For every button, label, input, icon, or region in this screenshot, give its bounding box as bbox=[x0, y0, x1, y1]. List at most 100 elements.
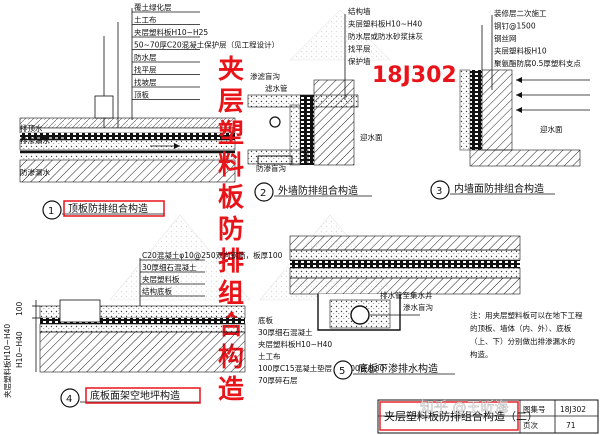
detail-1-layer-label: 覆土绿化层 bbox=[134, 2, 172, 12]
note-line: 注：用夹层塑料板可以在地下工程 bbox=[470, 310, 583, 320]
detail-5-label-pipe: 排水管至集水井 bbox=[380, 290, 433, 300]
title-block-page-label: 页次 bbox=[523, 420, 538, 430]
detail-2-callout-circle bbox=[254, 182, 274, 202]
detail-5-callout-circle bbox=[333, 360, 353, 380]
detail-1-title: 顶板防排组合构造 bbox=[68, 202, 148, 215]
detail-2-plastic-sheet bbox=[300, 95, 314, 165]
detail-2-layer-label: 防水层或防水砂浆抹灰 bbox=[348, 31, 423, 41]
detail-4-dim-100: 100 bbox=[15, 301, 24, 316]
detail-2-wall bbox=[313, 79, 355, 166]
detail-1-layer-label: 50~70厚C20混凝土保护层（见工程设计） bbox=[134, 40, 279, 50]
detail-2-drain-pipe bbox=[269, 116, 281, 128]
title-block-highlight bbox=[379, 401, 519, 431]
detail-1-layer-label: 夹层塑料板H10~H25 bbox=[134, 27, 208, 37]
detail-3-callout-circle bbox=[430, 180, 450, 200]
detail-2-layer-label: 找平层 bbox=[348, 44, 371, 54]
detail-4-plastic-sheet bbox=[40, 318, 245, 324]
detail-5-plastic-sheet bbox=[290, 260, 520, 268]
atlas-stamp: 18J302 bbox=[372, 63, 457, 88]
detail-5-layer-label: 70厚碎石层 bbox=[258, 375, 298, 385]
note-line: （上、下）分别做出排渗漏水的 bbox=[470, 336, 575, 346]
title-block-atlas-label: 图集号 bbox=[523, 404, 546, 414]
detail-4-layer-label: C20混凝土φ10@250双向钢筋，板厚100 bbox=[142, 250, 283, 260]
detail-5-layer-label: 100厚C15混凝土垫层（Φ600管@80） bbox=[258, 363, 392, 373]
detail-2-layer-label: 结构墙 bbox=[348, 6, 371, 16]
detail-4-number: 4 bbox=[66, 394, 72, 405]
detail-1-label-anti-seepage: 防渗漏水 bbox=[20, 167, 50, 177]
detail-1-layer-label: 防水层 bbox=[134, 52, 157, 62]
detail-2-number: 2 bbox=[260, 188, 266, 199]
title-block-atlas-no: 18J302 bbox=[560, 405, 586, 414]
detail-3-layer-label: 钢丝网 bbox=[494, 33, 517, 43]
detail-1-layer-label: 找坡层 bbox=[134, 77, 157, 87]
detail-4-layer-label: 30厚细石混凝土 bbox=[142, 262, 197, 272]
detail-5-title: 底板下渗排水构造 bbox=[358, 362, 438, 375]
detail-4-dim-sheet: 夹层塑料板H10~H40 bbox=[2, 324, 12, 398]
detail-4-title: 底板面架空地坪构造 bbox=[90, 389, 180, 402]
detail-1-title-highlight bbox=[63, 200, 165, 217]
detail-4-callout-circle bbox=[60, 388, 80, 408]
note-line: 构造。 bbox=[470, 349, 493, 359]
detail-3-layer-label: 钢钉@1500 bbox=[494, 21, 536, 31]
detail-2-label-filter-pipe: 滤水管 bbox=[265, 83, 288, 93]
detail-1-soil-layer bbox=[19, 117, 236, 129]
detail-2-label-seepage-trench: 防渗盲沟 bbox=[256, 163, 286, 173]
detail-3-layer-label: 夹层塑料板H10 bbox=[494, 46, 547, 56]
title-block-page-no: 71 bbox=[566, 421, 576, 430]
detail-1-number: 1 bbox=[48, 206, 54, 217]
detail-1-roof-slab bbox=[19, 159, 236, 183]
detail-4-layer-label: 结构底板 bbox=[142, 286, 172, 296]
detail-3-layer-label: 装修层二次施工 bbox=[494, 8, 547, 18]
detail-1-label-seepage: 排渗漏水 bbox=[20, 135, 50, 145]
vertical-title-char: 塑 bbox=[218, 119, 244, 149]
detail-4-layer-label: 夹层塑料板 bbox=[142, 274, 180, 284]
note-line: 的顶板、墙体（内、外）、底板 bbox=[470, 323, 572, 333]
detail-1-plastic-sheet bbox=[20, 133, 235, 140]
detail-3-pressure-arrows bbox=[516, 77, 590, 113]
atlas-stamp-number: 18J302 bbox=[372, 63, 457, 88]
title-block-title: 夹层塑料板防排组合构造（二） bbox=[384, 409, 538, 423]
detail-2-label-filter-trench: 渗滤盲沟 bbox=[250, 71, 280, 81]
detail-2-layer-label: 保护墙 bbox=[348, 56, 371, 66]
detail-5-layer-label: 底板 bbox=[258, 315, 273, 325]
vertical-title-char: 板 bbox=[218, 183, 244, 213]
title-block: 夹层塑料板防排组合构造（二） 图集号 18J302 页次 71 bbox=[377, 399, 599, 434]
vertical-title-char: 夹 bbox=[218, 55, 244, 85]
detail-3-number: 3 bbox=[436, 186, 442, 197]
vertical-title-char: 组 bbox=[218, 278, 244, 309]
detail-5-layer-label: 30厚细石混凝土 bbox=[258, 327, 313, 337]
detail-3-title: 内墙面防排组合构造 bbox=[454, 182, 544, 195]
detail-5-layer-label: 夹层塑料板H10~H40 bbox=[258, 339, 332, 349]
detail-4-dim-h: H10~H40 bbox=[15, 331, 24, 368]
detail-5-layer-label: 土工布 bbox=[258, 351, 281, 361]
detail-1-layer-label: 找平层 bbox=[134, 65, 157, 75]
detail-5-drain-pipe bbox=[350, 305, 370, 325]
detail-5-number: 5 bbox=[339, 366, 345, 377]
detail-4-title-highlight bbox=[85, 387, 201, 404]
detail-3-label-water-side: 迎水面 bbox=[540, 124, 563, 134]
vertical-title-char: 造 bbox=[218, 375, 244, 405]
detail-3-layer-label: 聚氨酯防腐0.5厚塑料支点 bbox=[494, 58, 581, 68]
vertical-title-char: 料 bbox=[218, 151, 244, 181]
detail-4-structural-slab bbox=[39, 331, 246, 373]
vertical-title-char: 防 bbox=[218, 215, 244, 245]
detail-2-label-water-side: 迎水面 bbox=[360, 132, 383, 142]
detail-1-layer-label: 顶板 bbox=[134, 90, 149, 100]
detail-4-dimensions: 100 H10~H40 夹层塑料板H10~H40 bbox=[2, 300, 40, 398]
zhihu-watermark: 知乎 @王昕海 bbox=[420, 399, 508, 416]
detail-1-layer-label: 土工布 bbox=[134, 15, 157, 25]
detail-1-flow-arrows bbox=[40, 135, 180, 149]
detail-5-underslab-drain: 渗水盲沟 排水管至集水井 底板30厚细石混凝土夹层塑料板H10~H40土工布10… bbox=[258, 235, 521, 385]
detail-3-plastic-sheet bbox=[470, 70, 482, 150]
detail-1-label-top-water: 排顶水 bbox=[20, 123, 43, 133]
detail-4-raised-floor: C20混凝土φ10@250双向钢筋，板厚100 30厚细石混凝土夹层塑料板结构底板… bbox=[2, 250, 283, 408]
detail-2-title: 外墙防排组合构造 bbox=[278, 184, 358, 197]
vertical-title-char: 排 bbox=[218, 247, 244, 277]
vertical-title-char: 层 bbox=[218, 87, 244, 117]
